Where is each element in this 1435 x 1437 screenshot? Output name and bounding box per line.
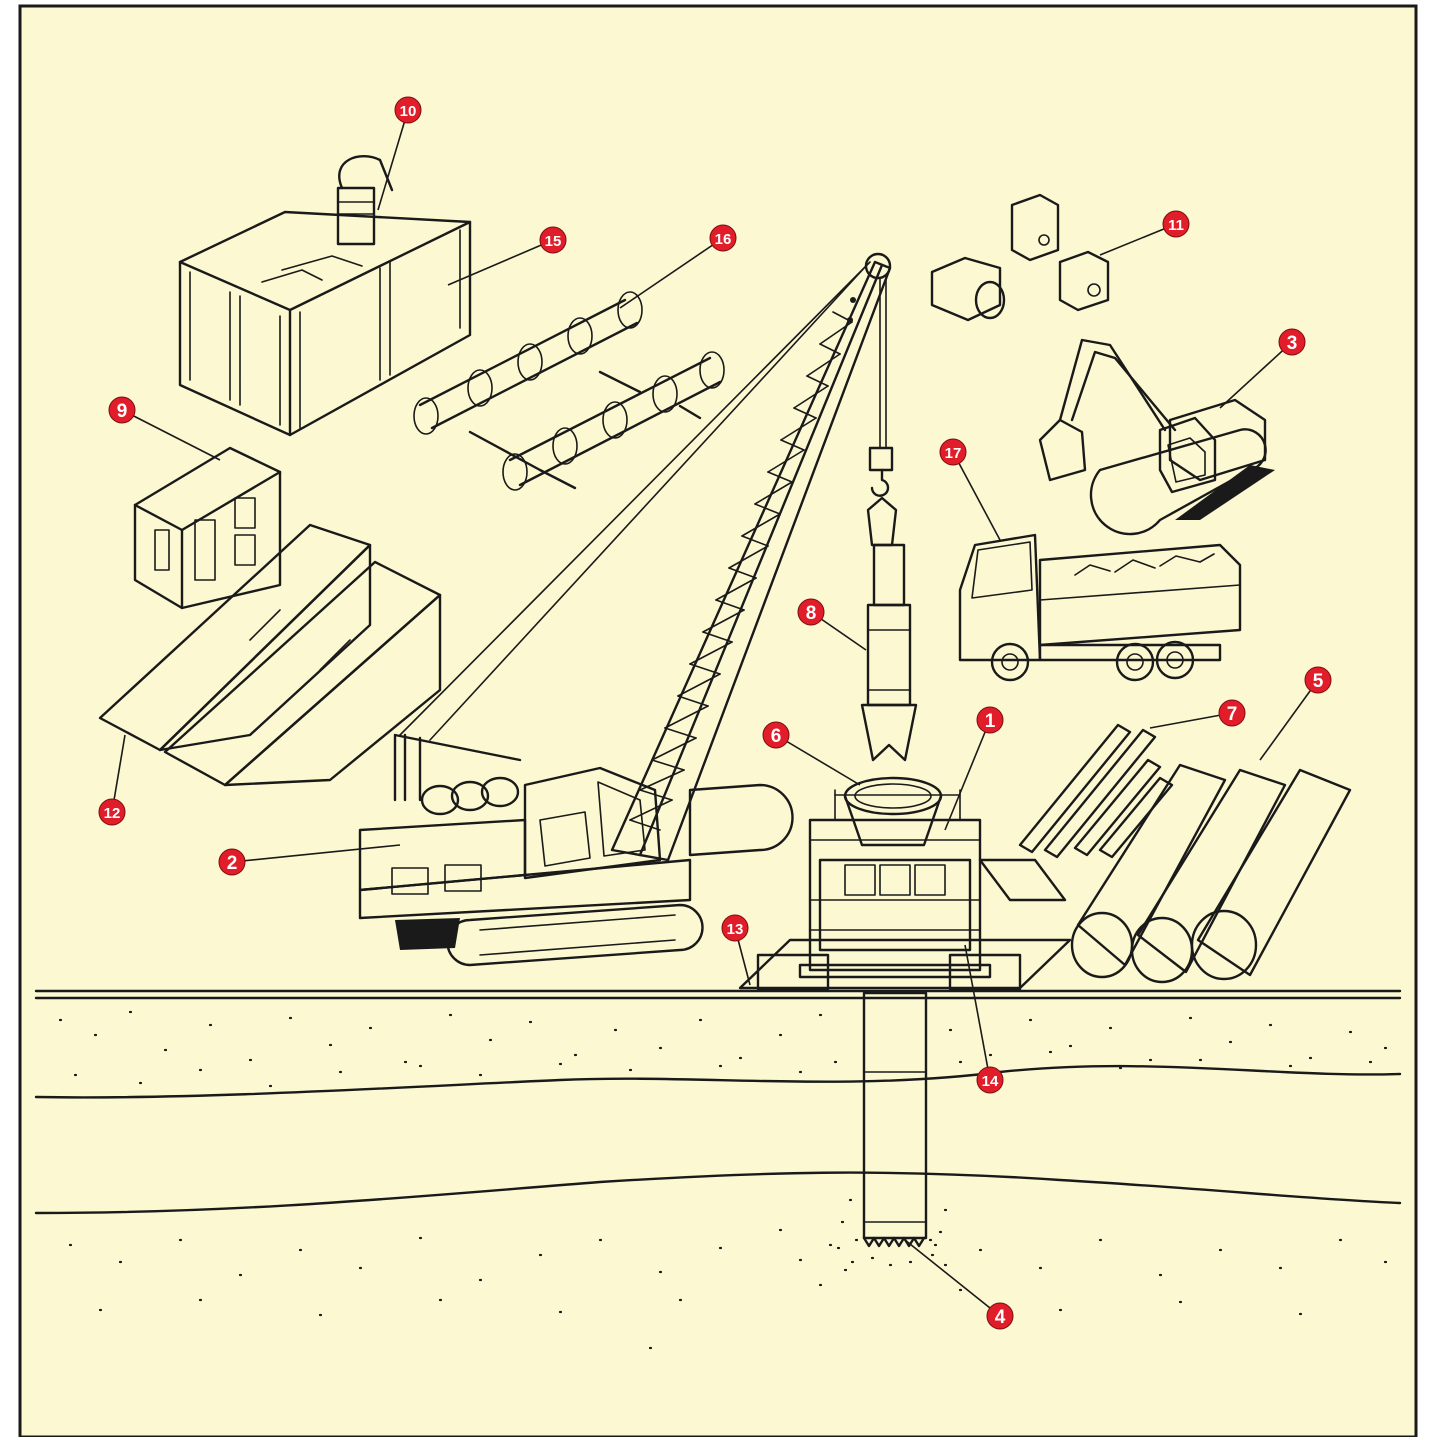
- marker-4-label: 4: [995, 1307, 1006, 1328]
- marker-5-label: 5: [1313, 671, 1324, 692]
- marker-7: 7: [1218, 699, 1246, 727]
- marker-17: 17: [939, 438, 967, 466]
- marker-8-label: 8: [806, 603, 817, 624]
- crawler-crane: [358, 252, 894, 967]
- marker-10-label: 10: [400, 103, 417, 120]
- marker-1-label: 1: [985, 711, 996, 732]
- marker-6-label: 6: [771, 726, 782, 747]
- tremie-pipes: [1018, 723, 1174, 859]
- hammer-grab: [860, 496, 918, 762]
- marker-7-label: 7: [1227, 704, 1238, 725]
- small-equipment: [930, 193, 1110, 322]
- marker-12-label: 12: [104, 805, 121, 822]
- all-casing-machine: [798, 776, 992, 979]
- casing-in-ground: [836, 991, 948, 1267]
- rebar-cages: [413, 291, 725, 491]
- loading-ramps: [98, 523, 442, 787]
- marker-1: 1: [976, 706, 1004, 734]
- marker-9: 9: [108, 396, 136, 424]
- marker-17-label: 17: [945, 445, 962, 462]
- marker-14: 14: [976, 1066, 1004, 1094]
- paper-background: [20, 6, 1416, 1437]
- marker-15-label: 15: [545, 233, 562, 250]
- marker-16: 16: [709, 224, 737, 252]
- ground-cross-section: [34, 989, 1402, 1350]
- marker-10: 10: [394, 96, 422, 124]
- dump-truck: [958, 533, 1242, 682]
- marker-6: 6: [762, 721, 790, 749]
- marker-11-label: 11: [1168, 217, 1184, 234]
- marker-9-label: 9: [117, 401, 128, 422]
- marker-8: 8: [797, 598, 825, 626]
- frame-border: [18, 4, 1418, 1437]
- marker-12: 12: [98, 798, 126, 826]
- casing-tubes: [1070, 763, 1352, 984]
- marker-4: 4: [986, 1302, 1014, 1330]
- marker-5: 5: [1304, 666, 1332, 694]
- marker-11: 11: [1162, 210, 1190, 238]
- water-tank: [178, 155, 472, 437]
- marker-16-label: 16: [715, 231, 732, 248]
- generator: [133, 446, 282, 610]
- marker-3-label: 3: [1287, 333, 1298, 354]
- marker-15: 15: [539, 226, 567, 254]
- marker-2: 2: [218, 848, 246, 876]
- backhoe: [1038, 338, 1275, 536]
- marker-13-label: 13: [727, 921, 744, 938]
- marker-13: 13: [721, 914, 749, 942]
- marker-2-label: 2: [227, 853, 238, 874]
- marker-3: 3: [1278, 328, 1306, 356]
- marker-14-label: 14: [982, 1073, 999, 1090]
